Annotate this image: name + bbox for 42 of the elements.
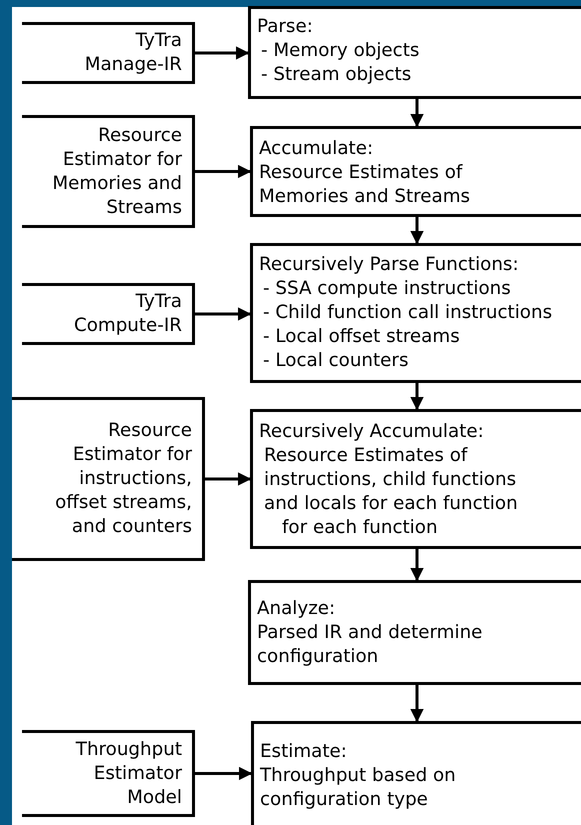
step-heading: Estimate: xyxy=(260,740,348,764)
step-text: - Memory objects xyxy=(260,39,420,63)
step-heading: Accumulate: xyxy=(259,137,374,161)
input-box xyxy=(22,115,195,228)
input-label: Resource Estimator for Memories and Streams xyxy=(51,124,182,220)
input-box xyxy=(12,397,205,561)
input-label: TyTra Compute-IR xyxy=(72,290,182,338)
step-heading: Recursively Accumulate: xyxy=(259,420,485,444)
input-label: Resource Estimator for instructions, offset streams, and counters xyxy=(54,419,192,539)
arrow xyxy=(195,164,252,178)
step-heading: Analyze: xyxy=(257,597,336,621)
input-box xyxy=(22,22,195,84)
input-label: TyTra Manage-IR xyxy=(84,29,182,77)
step-text: Resource Estimates of Memories and Streams xyxy=(259,161,472,209)
arrow xyxy=(195,766,252,780)
step-text: - Local offset streams xyxy=(262,325,461,349)
step-text: Parsed IR and determine configuration xyxy=(257,621,484,669)
process-box xyxy=(251,721,581,825)
arrow xyxy=(195,307,252,321)
input-box xyxy=(22,283,195,345)
step-text: Throughput based on configuration type xyxy=(260,764,457,812)
arrow xyxy=(410,217,424,244)
input-label: Throughput Estimator Model xyxy=(74,738,182,810)
process-box xyxy=(250,243,581,383)
arrow xyxy=(410,685,424,722)
step-text: - Stream objects xyxy=(260,63,412,87)
process-box xyxy=(248,6,581,99)
arrow xyxy=(410,549,424,582)
step-heading: Parse: xyxy=(257,15,314,39)
step-text: - Child function call instructions xyxy=(262,301,554,325)
step-text: - Local counters xyxy=(262,349,410,373)
arrow xyxy=(410,383,424,410)
process-box xyxy=(248,580,581,685)
process-box xyxy=(250,126,581,217)
arrow xyxy=(195,46,250,60)
process-box xyxy=(250,409,581,549)
step-heading: Recursively Parse Functions: xyxy=(259,253,520,277)
arrow xyxy=(205,472,252,486)
input-box xyxy=(22,730,195,817)
step-text: for each function xyxy=(281,516,439,540)
step-text: - SSA compute instructions xyxy=(262,277,512,301)
arrow xyxy=(410,99,424,128)
